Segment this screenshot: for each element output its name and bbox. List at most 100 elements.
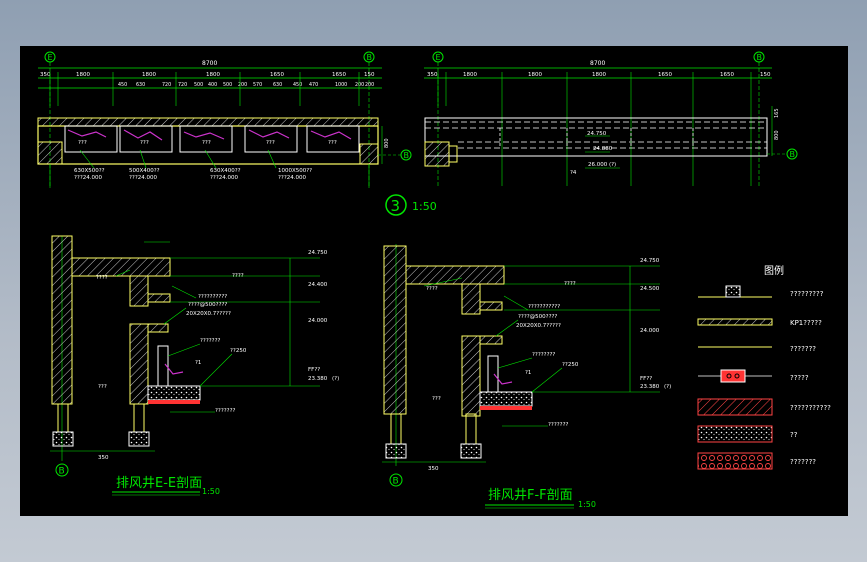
dim-text: 350 xyxy=(428,466,439,472)
section-e-slab xyxy=(147,385,201,401)
section-f-beam xyxy=(461,283,481,315)
legend-swatch-rings xyxy=(697,452,773,470)
dim-text: 1800 xyxy=(76,72,90,78)
dim-text: 500 xyxy=(223,82,232,88)
elev-text: 24.500 xyxy=(640,286,660,292)
section-e-grid-bubble xyxy=(55,463,69,477)
section-f-f: B 24.750 24.500 24.000 FF?? 23.380 (?) ?… xyxy=(382,244,671,509)
dim-text: 1800 xyxy=(592,72,606,78)
section-note: ??????????? xyxy=(528,304,560,310)
section-room: ???? xyxy=(426,286,438,292)
plan-right: E B 8700 350 1800 1800 1800 1650 1650 15… xyxy=(424,51,798,186)
section-f-scale: 1:50 xyxy=(578,500,596,509)
elev-text: 23.380 xyxy=(640,384,660,390)
plan-left-room-label: ??? xyxy=(78,140,87,146)
elev-text: 24.750 xyxy=(308,250,328,256)
legend-label: ??????????? xyxy=(790,404,831,412)
plan-left-total-dim: 8700 xyxy=(202,60,217,67)
dim-text: 200 xyxy=(365,82,374,88)
plan-left-column-right xyxy=(359,143,379,165)
detail-scale: 1:50 xyxy=(412,200,437,213)
room-label: ??? xyxy=(202,140,211,146)
plan-note: 1000X500?? xyxy=(278,168,312,174)
plan-left-wall-top xyxy=(37,117,379,127)
section-f-slab xyxy=(479,391,533,407)
grid-bubble-b-right-side xyxy=(786,148,798,160)
room-label: ??? xyxy=(328,140,337,146)
grid-label-e-right: E xyxy=(436,53,441,62)
legend-swatch-dots xyxy=(697,425,773,443)
legend-title: 图例 xyxy=(764,264,784,277)
elev-text: 24.400 xyxy=(308,282,328,288)
legend-label: ??????? xyxy=(790,458,816,466)
legend-label: ??????? xyxy=(790,345,816,353)
section-note: ??????? xyxy=(548,422,569,428)
elev-text: FF?? xyxy=(640,376,652,382)
plan-note: 630X500?? xyxy=(74,168,105,174)
plan-right-side-800: 800 xyxy=(774,130,780,140)
dim-text: 150 xyxy=(364,72,375,78)
plan-note: 630X400?? xyxy=(210,168,241,174)
dim-text: 1800 xyxy=(206,72,220,78)
detail-number-bubble xyxy=(385,194,407,216)
grid-label-b-side: B xyxy=(404,151,410,160)
section-note: ??250 xyxy=(562,362,579,368)
grid-label-e-left: E xyxy=(48,53,53,62)
section-e-beam xyxy=(129,275,149,307)
elev-text: 26.000 (?) xyxy=(588,162,616,168)
section-note: ???? xyxy=(232,273,244,279)
section-note: ???? xyxy=(564,281,576,287)
section-f-title: 排风井F-F剖面 xyxy=(488,488,573,503)
plan-left-column-left xyxy=(37,141,63,165)
section-note: ????@500???? xyxy=(518,314,557,320)
room-label: ??? xyxy=(140,140,149,146)
dim-text: 350 xyxy=(40,72,51,78)
plan-note: 500X400?? xyxy=(129,168,160,174)
dim-text: 450 xyxy=(293,82,302,88)
elev-text: 23.380 xyxy=(308,376,328,382)
dim-text: 150 xyxy=(760,72,771,78)
elev-text: 24.750 xyxy=(640,258,660,264)
section-e-scale: 1:50 xyxy=(202,487,220,496)
elev-text: (?) xyxy=(332,376,339,382)
section-note: 20X20X0.7????? xyxy=(516,323,561,329)
plan-note: ???24.000 xyxy=(74,175,103,181)
dim-text: 200 xyxy=(355,82,364,88)
dim-text: 1650 xyxy=(658,72,672,78)
section-f-wall-left xyxy=(383,245,407,415)
section-e-grid-label: B xyxy=(59,467,65,477)
dim-text: 630 xyxy=(273,82,282,88)
legend: 图例 ????????? KP1????? ??????? ????? ????… xyxy=(697,264,831,470)
dim-text: 1800 xyxy=(528,72,542,78)
legend-swatch-red xyxy=(720,369,746,383)
legend-swatch-block xyxy=(725,285,741,298)
dim-text: 720 xyxy=(162,82,171,88)
section-note: ??????? xyxy=(215,408,236,414)
section-note: 20X20X0.7????? xyxy=(186,311,231,317)
room-label: ??? xyxy=(266,140,275,146)
legend-label: ?? xyxy=(790,431,798,439)
legend-label: ????? xyxy=(790,374,809,382)
plan-right-side-165: 165 xyxy=(774,108,780,118)
legend-label: ????????? xyxy=(790,290,824,298)
plan-note: ???24.000 xyxy=(278,175,307,181)
section-e-e: B 24.750 24.400 24.000 FF?? 23.380 (?) ?… xyxy=(50,235,339,496)
plan-right-total-dim: 8700 xyxy=(590,60,605,67)
legend-swatch-kp1 xyxy=(697,318,773,326)
section-room: ???? xyxy=(96,275,108,281)
legend-swatch-hatch xyxy=(697,398,773,416)
elev-text: (?) xyxy=(664,384,671,390)
elev-text: 24.750 xyxy=(587,131,607,137)
elev-text: ?4 xyxy=(570,170,577,176)
section-room: ??? xyxy=(432,396,441,402)
dim-text: 1800 xyxy=(463,72,477,78)
drawing-sheet: E B 8700 350 1800 1800 1800 1650 1650 15… xyxy=(20,46,848,516)
dim-text: 350 xyxy=(427,72,438,78)
plan-note: ???24.000 xyxy=(210,175,239,181)
plan-left: E B 8700 350 1800 1800 1800 1650 1650 15… xyxy=(37,51,412,188)
grid-label-b-left: B xyxy=(367,53,373,62)
elev-text: 24.000 xyxy=(308,318,328,324)
dim-text: 1650 xyxy=(270,72,284,78)
section-note: ????@500???? xyxy=(188,302,227,308)
dim-text: 1650 xyxy=(720,72,734,78)
